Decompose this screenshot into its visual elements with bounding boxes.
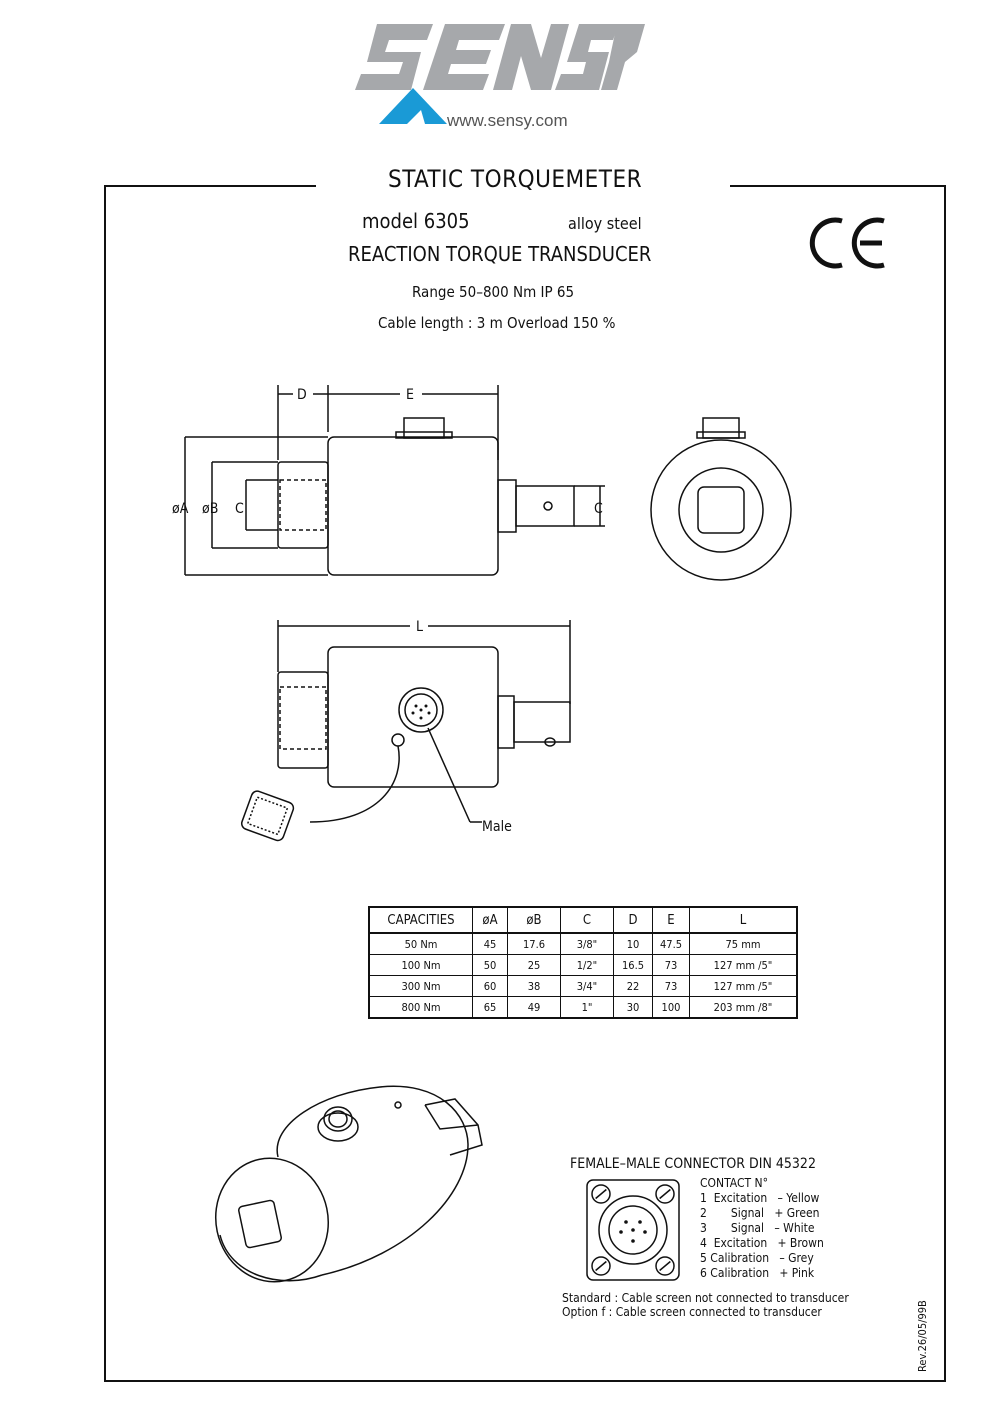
table-header: E (652, 906, 690, 934)
table-cell: 10 (613, 932, 653, 955)
dim-b: øB (202, 501, 218, 517)
table-header: øB (507, 906, 561, 934)
table-cell: 45 (472, 932, 508, 955)
contact-row-3: 3 Signal – White (700, 1221, 815, 1235)
table-cell: 22 (613, 975, 653, 997)
contact-header: CONTACT N° (700, 1176, 768, 1190)
table-cell: 16.5 (613, 954, 653, 976)
contact-row-4: 4 Excitation + Brown (700, 1236, 824, 1250)
contact-row-5: 5 Calibration – Grey (700, 1251, 814, 1265)
table-cell: 50 Nm (368, 932, 473, 955)
table-cell: 25 (507, 954, 561, 976)
frame-top-left (104, 185, 316, 187)
table-cell: 75 mm (689, 932, 798, 955)
dim-d: D (297, 387, 307, 403)
table-row: 50 Nm 45 17.6 3/8" 10 47.5 75 mm (368, 932, 798, 955)
table-cell: 300 Nm (368, 975, 473, 997)
table-cell: 50 (472, 954, 508, 976)
dim-a: øA (172, 501, 189, 517)
table-cell: 73 (652, 954, 690, 976)
cable-spec: Cable length : 3 m Overload 150 % (378, 314, 616, 332)
model-number: model 6305 (362, 209, 470, 233)
range-spec: Range 50–800 Nm IP 65 (412, 283, 575, 301)
table-cell: 100 (652, 996, 690, 1019)
table-header: øA (472, 906, 508, 934)
page-title: STATIC TORQUEMETER (388, 165, 643, 193)
logo-url[interactable]: www.sensy.com (446, 111, 568, 130)
table-cell: 203 mm /8" (689, 996, 798, 1019)
top-view-drawing: Male L (240, 619, 571, 842)
connector-male-label: Male (482, 819, 512, 835)
table-cell: 1/2" (560, 954, 614, 976)
table-cell: 60 (472, 975, 508, 997)
note-standard: Standard : Cable screen not connected to… (562, 1291, 849, 1305)
table-cell: 100 Nm (368, 954, 473, 976)
dim-e: E (406, 387, 414, 403)
table-cell: 73 (652, 975, 690, 997)
logo-triangle (379, 88, 447, 124)
contact-row-6: 6 Calibration + Pink (700, 1266, 815, 1280)
table-header: L (689, 906, 798, 934)
sensy-logo: www.sensy.com (355, 24, 645, 130)
table-row: 800 Nm 65 49 1" 30 100 203 mm /8" (368, 996, 798, 1019)
drawing-frame (104, 185, 946, 1382)
table-header: CAPACITIES (368, 906, 473, 934)
table-row: 300 Nm 60 38 3/4" 22 73 127 mm /5" (368, 975, 798, 997)
table-row: 100 Nm 50 25 1/2" 16.5 73 127 mm /5" (368, 954, 798, 976)
table-cell: 3/4" (560, 975, 614, 997)
table-cell: 49 (507, 996, 561, 1019)
note-option: Option f : Cable screen connected to tra… (562, 1305, 822, 1319)
table-cell: 17.6 (507, 932, 561, 955)
capacities-table: CAPACITIES øA øB C D E L 50 Nm 45 17.6 3… (368, 906, 798, 1019)
contact-row-1: 1 Excitation – Yellow (700, 1191, 820, 1205)
frame-top-right (730, 185, 944, 187)
table-header: C (560, 906, 614, 934)
ce-mark (809, 217, 885, 269)
dim-c: C (235, 501, 244, 517)
table-cell: 47.5 (652, 932, 690, 955)
material: alloy steel (568, 214, 642, 233)
table-cell: 1" (560, 996, 614, 1019)
dim-c-right: C (594, 501, 603, 517)
table-header-row: CAPACITIES øA øB C D E L (368, 906, 798, 934)
connector-title: FEMALE–MALE CONNECTOR DIN 45322 (570, 1156, 816, 1172)
table-cell: 127 mm /5" (689, 954, 798, 976)
contact-row-2: 2 Signal + Green (700, 1206, 820, 1220)
table-cell: 38 (507, 975, 561, 997)
table-cell: 800 Nm (368, 996, 473, 1019)
revision-label: Rev.26/05/99B (916, 1300, 929, 1372)
din-connector-diagram (586, 1179, 680, 1281)
table-cell: 3/8" (560, 932, 614, 955)
table-cell: 30 (613, 996, 653, 1019)
table-cell: 65 (472, 996, 508, 1019)
table-cell: 127 mm /5" (689, 975, 798, 997)
side-view-drawing: D E øA øB C C (172, 385, 605, 576)
table-header: D (613, 906, 653, 934)
product-name: REACTION TORQUE TRANSDUCER (348, 242, 652, 266)
logo-letters (355, 24, 645, 90)
isometric-view-drawing (214, 1085, 483, 1283)
dim-l: L (416, 619, 423, 635)
end-view-drawing (650, 417, 792, 581)
